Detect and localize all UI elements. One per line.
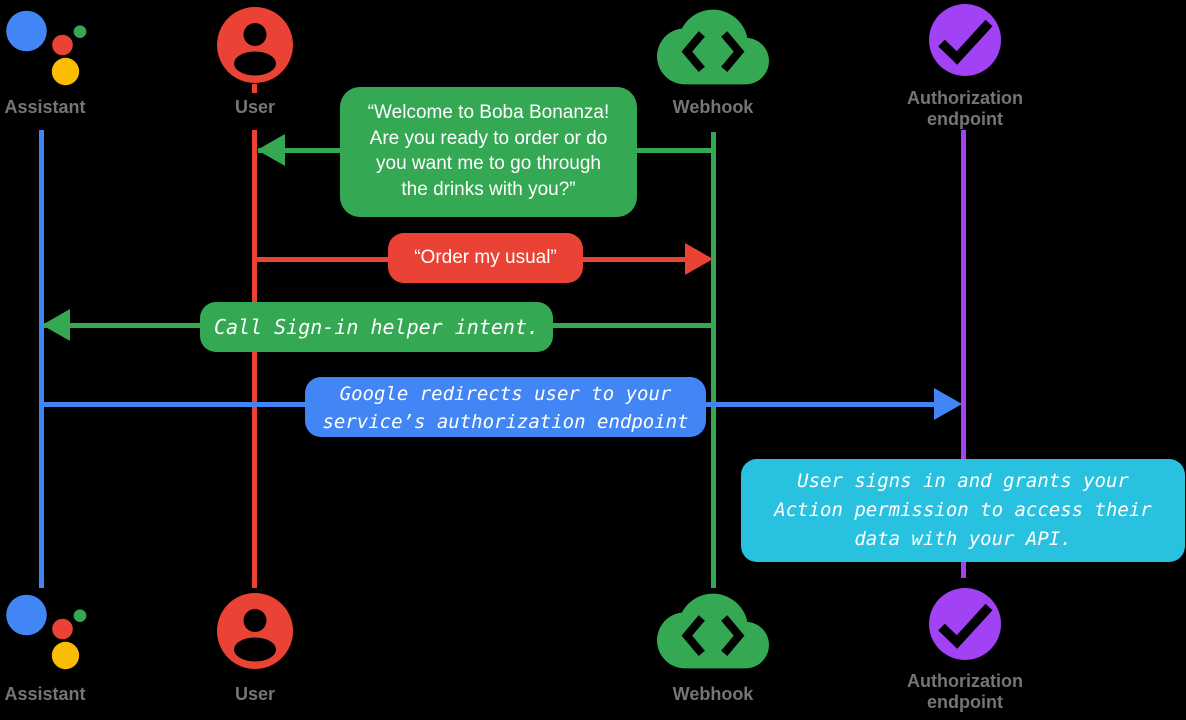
user-label-bottom: User	[234, 684, 276, 704]
webhook-label-bottom: Webhook	[672, 684, 754, 704]
auth-check-circle-icon	[929, 4, 1001, 76]
message-bubble-order: “Order my usual”	[388, 233, 583, 283]
arrowhead-redirect	[934, 388, 962, 420]
assistant-lifeline	[39, 130, 44, 588]
user-person-icon	[217, 7, 293, 83]
auth-label-line: endpoint	[927, 692, 1003, 712]
auth-endpoint-label-bottom: Authorization endpoint	[885, 671, 1045, 713]
message-line: “Order my usual”	[414, 247, 557, 268]
message-bubble-redirect: Google redirects user to your service’s …	[305, 377, 706, 437]
auth-endpoint-label-top: Authorization endpoint	[885, 88, 1045, 130]
arrowhead-welcome	[257, 134, 285, 166]
message-line: Action permission to access their	[774, 499, 1152, 521]
auth-label-line: Authorization	[907, 671, 1023, 691]
message-line: service’s authorization endpoint	[322, 411, 689, 433]
auth-label-line: Authorization	[907, 88, 1023, 108]
note-user-signs-in: User signs in and grants your Action per…	[741, 459, 1185, 562]
auth-endpoint-lifeline	[961, 130, 966, 578]
webhook-cloud-icon	[657, 9, 769, 85]
user-lifeline	[252, 130, 257, 588]
webhook-lifeline	[711, 132, 716, 588]
google-assistant-logo-icon	[6, 594, 87, 670]
arrowhead-signin	[42, 309, 70, 341]
user-lifeline-stub	[252, 84, 257, 93]
message-line: you want me to go through	[376, 153, 601, 174]
message-bubble-welcome: “Welcome to Boba Bonanza! Are you ready …	[340, 87, 637, 217]
auth-label-line: endpoint	[927, 109, 1003, 129]
user-person-icon	[217, 593, 293, 669]
message-line: the drinks with you?”	[401, 178, 576, 200]
message-line: Are you ready to order or do	[369, 127, 608, 149]
message-line: “Welcome to Boba Bonanza!	[367, 102, 610, 123]
message-line: data with your API.	[854, 528, 1072, 550]
assistant-label-top: Assistant	[4, 97, 86, 117]
user-label-top: User	[234, 97, 276, 117]
message-line: User signs in and grants your	[797, 470, 1129, 492]
webhook-label-top: Webhook	[672, 97, 754, 117]
assistant-label-bottom: Assistant	[4, 684, 86, 704]
message-bubble-signin: Call Sign-in helper intent.	[200, 302, 553, 352]
arrowhead-order	[685, 243, 713, 275]
google-assistant-logo-icon	[6, 10, 87, 86]
webhook-cloud-icon	[657, 593, 769, 669]
auth-check-circle-icon	[929, 588, 1001, 660]
message-line: Google redirects user to your	[339, 383, 672, 405]
message-line: Call Sign-in helper intent.	[213, 315, 540, 339]
